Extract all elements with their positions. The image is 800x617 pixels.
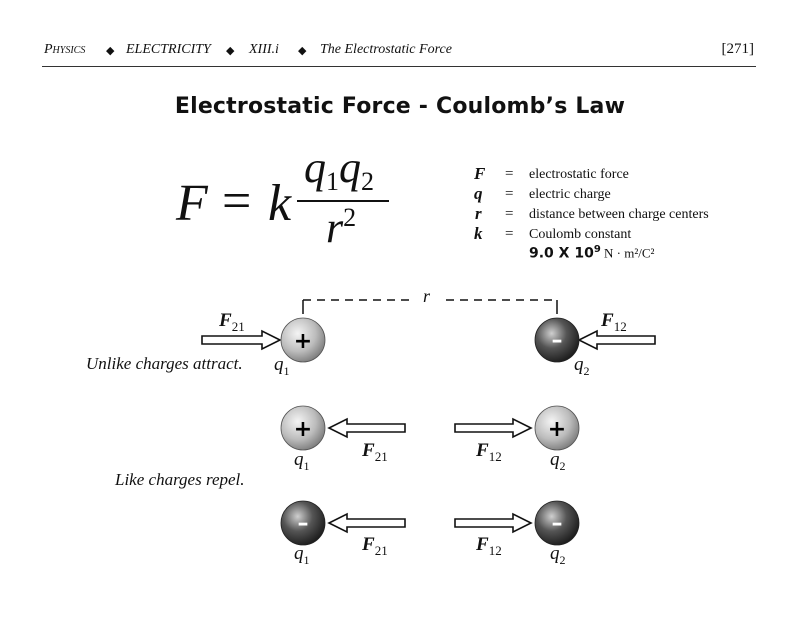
legend-equals: = — [505, 206, 514, 222]
force-arrow-right — [454, 417, 533, 439]
force-arrow-right — [454, 512, 533, 534]
coulomb-constant-value: 9.0 X 109 N · m²/C² — [529, 244, 655, 262]
minus-sign: – — [552, 511, 563, 536]
legend-symbol: r — [475, 204, 482, 223]
distance-label: r — [423, 286, 431, 306]
force-arrow-right — [201, 329, 282, 351]
positive-charge-sphere — [280, 317, 326, 363]
legend-symbol: q — [474, 184, 483, 203]
bullet-icon: ◆ — [298, 45, 307, 57]
formula-constant: k — [268, 175, 292, 232]
force-label: F12 — [601, 310, 627, 334]
header-section: XIII.i — [249, 42, 279, 57]
header-topic: The Electrostatic Force — [320, 42, 452, 57]
plus-sign: + — [548, 417, 566, 442]
charge-label: q1 — [294, 543, 310, 567]
charge-label: q1 — [294, 449, 310, 473]
page-number: [271] — [721, 41, 755, 57]
formula-numerator: q1q2 — [304, 143, 374, 196]
legend-desc: Coulomb constant — [529, 227, 632, 242]
formula-lhs: F — [176, 175, 208, 232]
force-arrow-left — [327, 417, 406, 439]
force-label: F21 — [362, 440, 388, 464]
force-label: F12 — [476, 440, 502, 464]
legend-equals: = — [505, 186, 514, 202]
force-arrow-left — [577, 329, 656, 351]
page-title: Electrostatic Force - Coulomb’s Law — [174, 94, 626, 119]
positive-charge-sphere — [534, 405, 580, 451]
formula-equals: = — [222, 173, 252, 230]
bullet-icon: ◆ — [226, 45, 235, 57]
bullet-icon: ◆ — [106, 45, 115, 57]
negative-charge-sphere — [280, 500, 326, 546]
positive-charge-sphere — [280, 405, 326, 451]
minus-sign: – — [552, 328, 563, 353]
attract-caption: Unlike charges attract. — [86, 354, 243, 373]
legend-desc: distance between charge centers — [529, 207, 709, 222]
repel-caption: Like charges repel. — [115, 470, 245, 489]
legend-desc: electrostatic force — [529, 167, 629, 182]
charge-label: q2 — [550, 449, 566, 473]
force-label: F21 — [219, 310, 245, 334]
plus-sign: + — [294, 329, 312, 354]
header-rule — [42, 66, 756, 67]
header-subject: Physics — [44, 42, 86, 57]
force-label: F12 — [476, 534, 502, 558]
charge-label: q2 — [574, 354, 590, 378]
formula-denominator: r2 — [326, 203, 357, 252]
negative-charge-sphere — [534, 500, 580, 546]
legend-equals: = — [505, 166, 514, 182]
fraction-bar — [297, 200, 389, 202]
distance-bracket — [302, 299, 558, 314]
legend-desc: electric charge — [529, 187, 611, 202]
header-unit: ELECTRICITY — [126, 42, 211, 57]
force-label: F21 — [362, 534, 388, 558]
force-arrow-left — [327, 512, 406, 534]
charge-label: q1 — [274, 354, 290, 378]
plus-sign: + — [294, 417, 312, 442]
minus-sign: – — [298, 511, 309, 536]
legend-symbol: k — [474, 224, 483, 243]
legend-symbol: F — [474, 164, 486, 183]
charge-label: q2 — [550, 543, 566, 567]
legend-equals: = — [505, 226, 514, 242]
negative-charge-sphere — [534, 317, 580, 363]
